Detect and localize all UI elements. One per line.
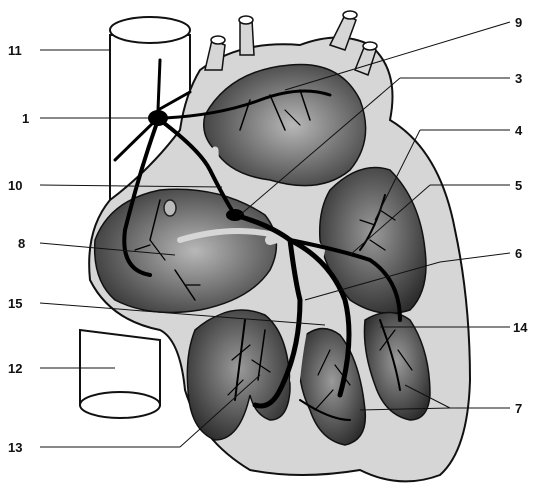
label-11: 11: [8, 43, 22, 58]
inferior-vena-cava: [80, 330, 160, 418]
label-14: 14: [513, 320, 528, 335]
label-7: 7: [515, 401, 522, 416]
label-5: 5: [515, 178, 522, 193]
sinoatrial-node: [148, 110, 168, 126]
label-9: 9: [515, 15, 522, 30]
label-10: 10: [8, 178, 22, 193]
label-8: 8: [18, 236, 25, 251]
label-12: 12: [8, 361, 22, 376]
label-6: 6: [515, 246, 522, 261]
label-13: 13: [8, 440, 22, 455]
coronary-sinus-opening: [164, 200, 176, 216]
label-15: 15: [8, 296, 22, 311]
label-1: 1: [22, 111, 29, 126]
label-4: 4: [515, 123, 523, 138]
label-3: 3: [515, 71, 522, 86]
atrioventricular-node: [226, 209, 244, 221]
